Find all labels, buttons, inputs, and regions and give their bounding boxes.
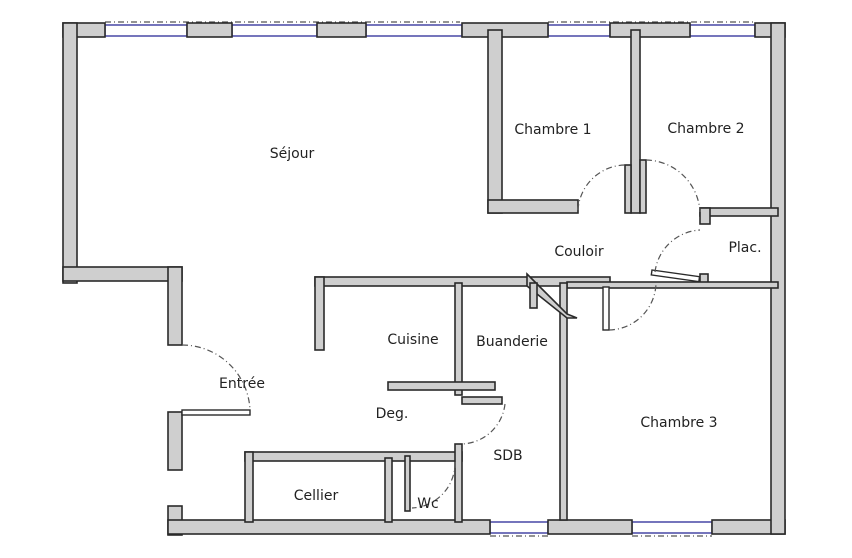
window <box>631 521 713 534</box>
window <box>689 24 756 37</box>
room-label-buanderie: Buanderie <box>476 334 548 350</box>
room-label-wc: Wc <box>417 496 439 512</box>
room-label-chambre-2: Chambre 2 <box>667 121 744 137</box>
window <box>489 521 549 534</box>
window <box>104 24 188 37</box>
room-label-chambre-3: Chambre 3 <box>640 415 717 431</box>
window-markers <box>105 21 755 537</box>
window <box>231 24 318 37</box>
doors <box>181 159 701 509</box>
door-leaf <box>602 286 610 331</box>
walls <box>62 22 786 536</box>
room-label-degagement: Deg. <box>376 406 409 422</box>
window <box>547 24 611 37</box>
door-leaf <box>650 269 701 283</box>
room-label-chambre-1: Chambre 1 <box>514 122 591 138</box>
door-leaf <box>181 409 251 416</box>
room-label-sejour: Séjour <box>270 146 315 162</box>
room-label-sdb: SDB <box>493 448 522 464</box>
room-label-entree: Entrée <box>219 376 265 392</box>
room-label-cuisine: Cuisine <box>387 332 438 348</box>
room-label-cellier: Cellier <box>294 488 339 504</box>
room-label-couloir: Couloir <box>554 244 604 260</box>
window <box>365 24 463 37</box>
room-label-placard: Plac. <box>728 240 761 256</box>
room-labels: Séjour Chambre 1 Chambre 2 Couloir Plac.… <box>219 121 761 512</box>
